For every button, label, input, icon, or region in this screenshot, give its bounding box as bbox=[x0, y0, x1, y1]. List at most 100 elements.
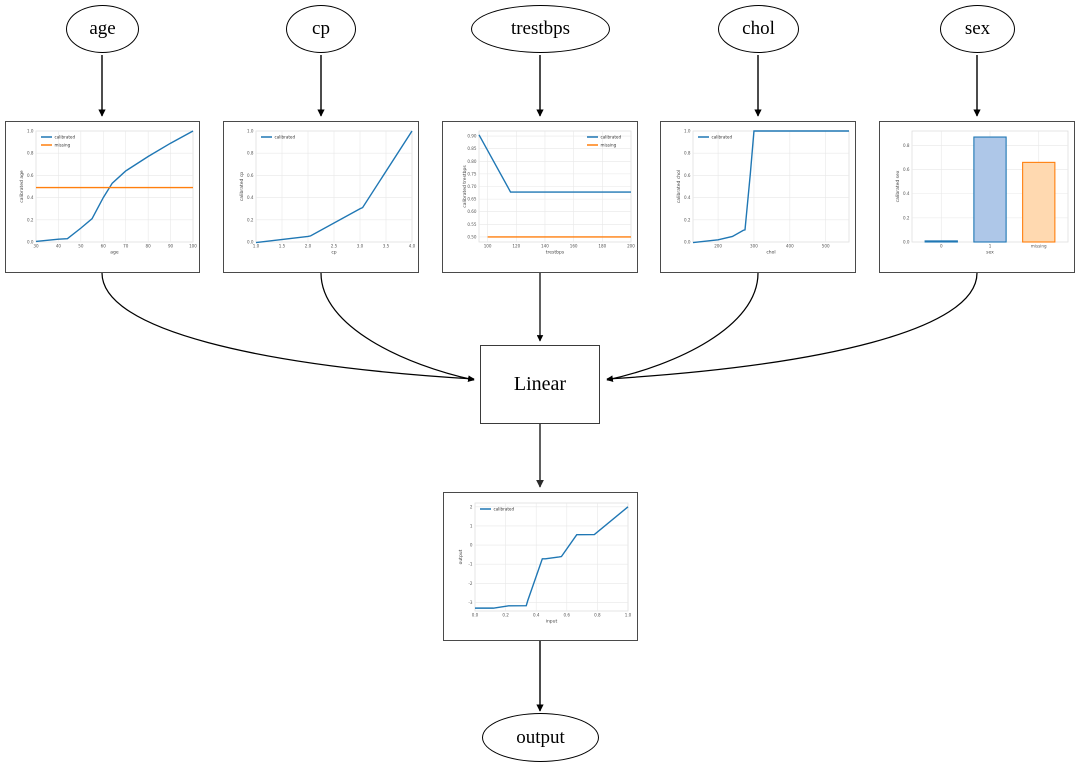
svg-text:0.60: 0.60 bbox=[467, 209, 477, 214]
node-sex-label: sex bbox=[964, 18, 991, 39]
node-trestbps[interactable]: trestbps bbox=[471, 5, 610, 53]
node-age-label: age bbox=[89, 18, 116, 39]
svg-text:0.6: 0.6 bbox=[27, 173, 34, 178]
edge-cholchart-to-linear bbox=[606, 272, 759, 382]
svg-text:-2: -2 bbox=[468, 581, 472, 586]
svg-text:0.2: 0.2 bbox=[903, 215, 910, 220]
svg-text:missing: missing bbox=[1031, 244, 1047, 249]
node-cp-label: cp bbox=[312, 18, 330, 39]
node-linear[interactable]: Linear bbox=[480, 345, 600, 424]
node-chol[interactable]: chol bbox=[718, 5, 799, 53]
svg-text:2.0: 2.0 bbox=[305, 244, 312, 249]
node-sex[interactable]: sex bbox=[940, 5, 1015, 53]
svg-text:0.2: 0.2 bbox=[502, 613, 509, 618]
bar-missing bbox=[1022, 161, 1056, 243]
svg-text:0.0: 0.0 bbox=[684, 240, 691, 245]
svg-text:1.5: 1.5 bbox=[279, 244, 286, 249]
svg-text:calibrated chol: calibrated chol bbox=[676, 170, 682, 203]
series-calibrated bbox=[255, 130, 413, 244]
svg-text:2.5: 2.5 bbox=[331, 244, 338, 249]
svg-text:calibrated: calibrated bbox=[55, 135, 76, 140]
svg-text:1.0: 1.0 bbox=[247, 129, 254, 134]
svg-text:180: 180 bbox=[598, 244, 606, 249]
svg-text:cp: cp bbox=[331, 251, 336, 256]
bar-0 bbox=[924, 240, 958, 243]
svg-text:output: output bbox=[458, 549, 464, 564]
svg-text:90: 90 bbox=[168, 244, 174, 249]
node-linear-label: Linear bbox=[513, 373, 567, 395]
svg-text:160: 160 bbox=[570, 244, 578, 249]
edge-node-to-chart-group bbox=[98, 55, 981, 117]
svg-text:0.0: 0.0 bbox=[27, 240, 34, 245]
svg-text:4.0: 4.0 bbox=[409, 244, 416, 249]
svg-text:0.65: 0.65 bbox=[467, 197, 477, 202]
svg-text:0.8: 0.8 bbox=[247, 151, 254, 156]
svg-text:0.6: 0.6 bbox=[247, 173, 254, 178]
edge-cpchart-to-linear bbox=[320, 272, 475, 382]
svg-text:0.75: 0.75 bbox=[467, 171, 477, 176]
svg-text:calibrated: calibrated bbox=[712, 135, 733, 140]
svg-text:0.4: 0.4 bbox=[533, 613, 540, 618]
series-calibrated bbox=[35, 130, 194, 243]
svg-text:0.2: 0.2 bbox=[27, 217, 34, 222]
node-output[interactable]: output bbox=[482, 713, 599, 762]
node-trestbps-label: trestbps bbox=[510, 18, 571, 39]
svg-text:1.0: 1.0 bbox=[27, 129, 34, 134]
svg-text:300: 300 bbox=[750, 244, 758, 249]
edge-agechart-to-linear bbox=[101, 272, 475, 382]
svg-text:3.5: 3.5 bbox=[383, 244, 390, 249]
svg-text:140: 140 bbox=[541, 244, 549, 249]
series-calibrated bbox=[692, 130, 849, 244]
svg-text:400: 400 bbox=[786, 244, 794, 249]
svg-text:100: 100 bbox=[189, 244, 197, 249]
svg-text:0: 0 bbox=[470, 543, 473, 548]
node-cp[interactable]: cp bbox=[286, 5, 356, 53]
svg-text:0.85: 0.85 bbox=[467, 146, 477, 151]
svg-text:40: 40 bbox=[56, 244, 62, 249]
series-calibrated bbox=[478, 134, 631, 193]
svg-text:age: age bbox=[110, 251, 119, 256]
svg-text:calibrated cp: calibrated cp bbox=[239, 172, 245, 201]
svg-text:0.90: 0.90 bbox=[467, 134, 477, 139]
svg-text:0.70: 0.70 bbox=[467, 184, 477, 189]
svg-text:0.50: 0.50 bbox=[467, 234, 477, 239]
svg-text:0.8: 0.8 bbox=[684, 151, 691, 156]
svg-text:0: 0 bbox=[940, 244, 943, 249]
svg-text:0.6: 0.6 bbox=[684, 173, 691, 178]
svg-text:50: 50 bbox=[78, 244, 84, 249]
svg-text:0.4: 0.4 bbox=[27, 195, 34, 200]
svg-text:input: input bbox=[546, 619, 558, 625]
svg-text:80: 80 bbox=[146, 244, 152, 249]
svg-text:0.80: 0.80 bbox=[467, 159, 477, 164]
svg-text:0.6: 0.6 bbox=[903, 167, 910, 172]
svg-text:1.0: 1.0 bbox=[253, 244, 260, 249]
svg-text:0.8: 0.8 bbox=[594, 613, 601, 618]
svg-text:chol: chol bbox=[766, 250, 775, 256]
svg-text:missing: missing bbox=[601, 143, 617, 148]
svg-text:trestbps: trestbps bbox=[546, 250, 565, 256]
node-age[interactable]: age bbox=[66, 5, 139, 53]
svg-text:0.0: 0.0 bbox=[903, 240, 910, 245]
svg-text:missing: missing bbox=[55, 143, 71, 148]
edge-sexchart-to-linear bbox=[606, 272, 978, 382]
svg-text:calibrated sex: calibrated sex bbox=[895, 170, 901, 202]
svg-text:0.4: 0.4 bbox=[684, 195, 691, 200]
svg-text:calibrated trestbps: calibrated trestbps bbox=[462, 165, 468, 208]
svg-text:0.8: 0.8 bbox=[903, 143, 910, 148]
svg-text:3.0: 3.0 bbox=[357, 244, 364, 249]
svg-text:-3: -3 bbox=[468, 600, 472, 605]
svg-text:30: 30 bbox=[33, 244, 39, 249]
svg-text:0.2: 0.2 bbox=[247, 217, 254, 222]
